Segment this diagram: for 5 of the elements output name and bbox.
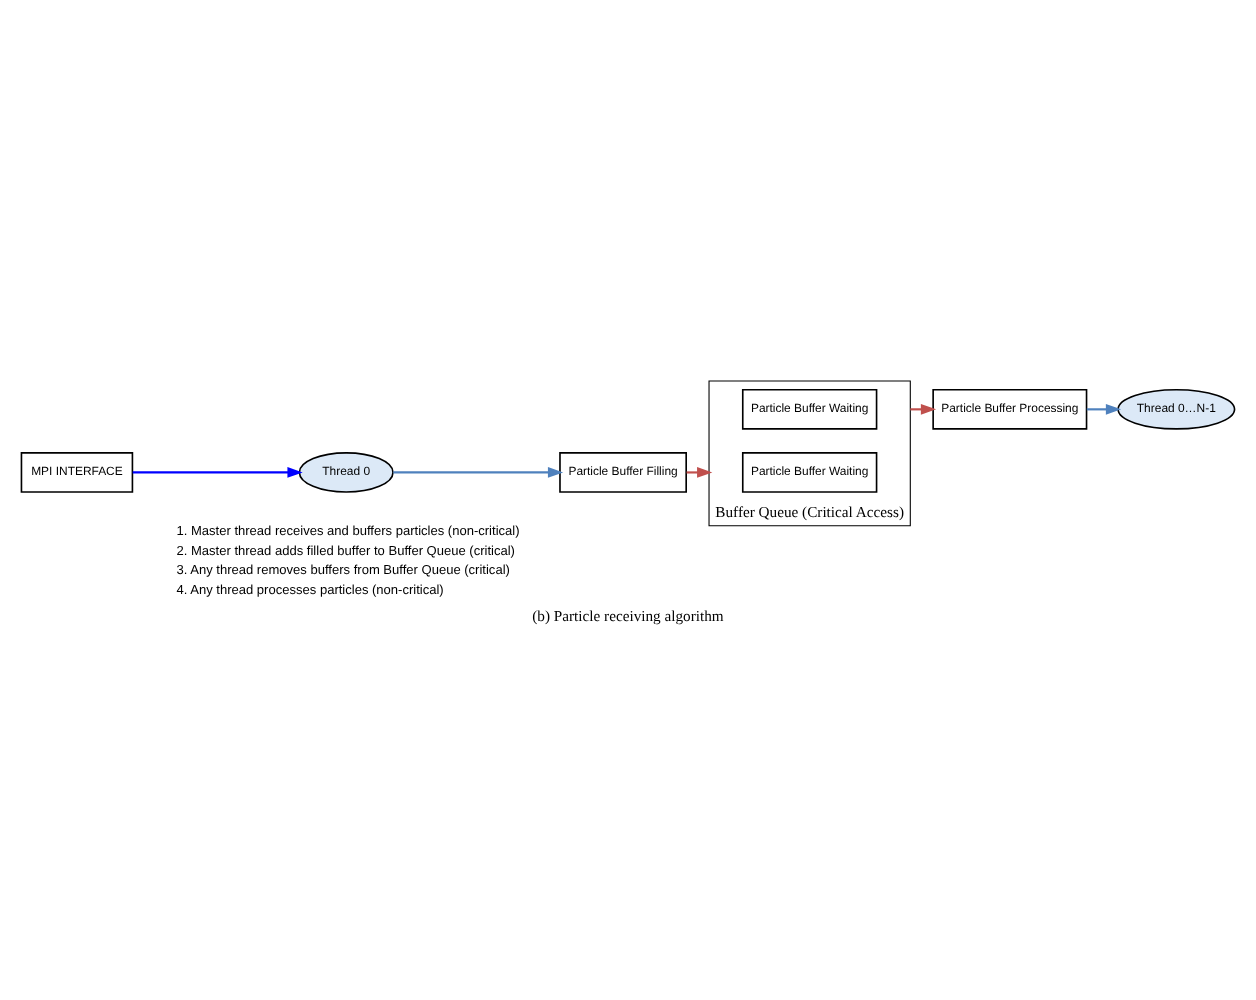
- caption: (b) Particle receiving algorithm: [532, 606, 724, 625]
- arrow: [686, 466, 713, 477]
- arrow: [132, 466, 303, 477]
- arrow: [393, 466, 564, 477]
- arrow: [1086, 403, 1122, 414]
